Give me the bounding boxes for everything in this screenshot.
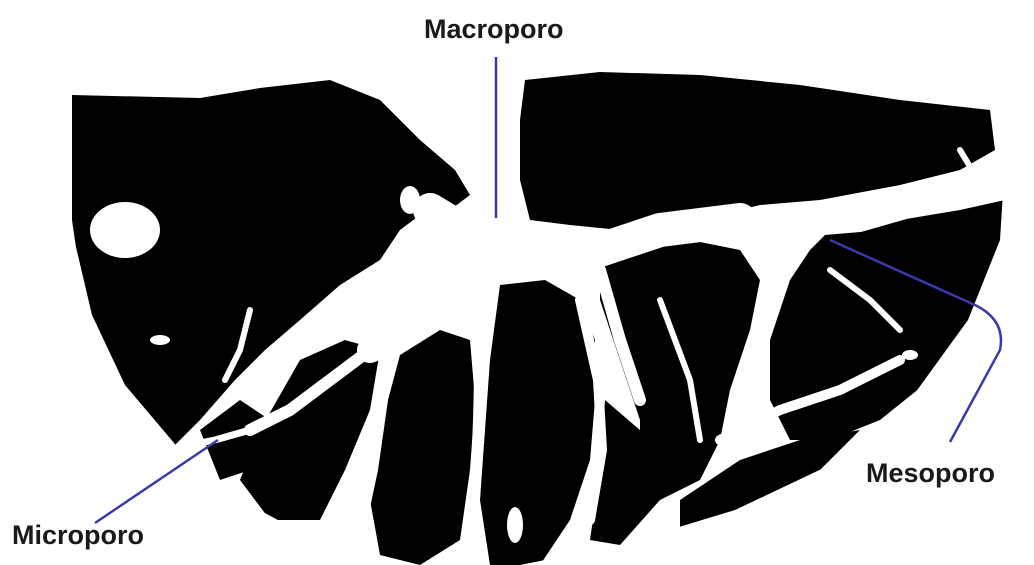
label-macroporo: Macroporo <box>424 16 564 43</box>
solid-region <box>480 280 595 565</box>
pore-blob <box>902 350 918 360</box>
pore-blob <box>90 202 160 258</box>
pore-blob <box>150 335 170 345</box>
pore-blob <box>400 186 420 214</box>
solid-matrix <box>72 72 1005 565</box>
macropore-channel <box>370 240 480 350</box>
label-mesoporo: Mesoporo <box>866 460 995 487</box>
pore-blob <box>507 507 523 543</box>
solid-region <box>370 330 475 565</box>
label-microporo: Microporo <box>12 522 144 549</box>
leader-line-microporo <box>95 440 218 523</box>
